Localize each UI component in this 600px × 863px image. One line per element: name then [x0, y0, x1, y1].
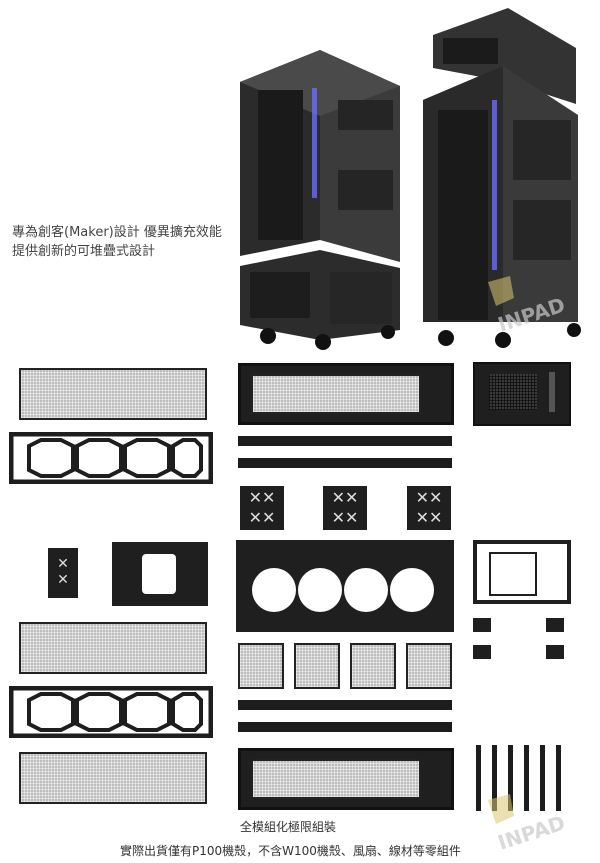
bottom-panel — [238, 748, 454, 810]
note-caption: 實際出貨僅有P100機殼，不含W100機殼、風扇、線材等零組件 — [120, 844, 461, 858]
case-left — [240, 50, 400, 350]
small-bracket: ✕✕ — [48, 548, 78, 598]
frame-panel — [473, 540, 571, 604]
fan-plate-2: ✕✕✕✕ — [323, 486, 367, 530]
parts-caption: 全模組化極限組裝 — [240, 820, 337, 834]
foot-2 — [546, 618, 564, 632]
watermark-logo-2: INPAD — [470, 790, 580, 855]
dust-filter-panel — [19, 368, 207, 420]
fan-plate-3: ✕✕✕✕ — [407, 486, 451, 530]
fan-bracket-2 — [9, 686, 213, 738]
rail-1 — [238, 436, 452, 446]
fan-grille-3 — [350, 643, 396, 689]
case-right — [423, 8, 581, 348]
motherboard-tray — [236, 540, 454, 632]
rail-2 — [238, 458, 452, 468]
dust-filter-panel-2 — [19, 622, 207, 674]
rail-4 — [238, 722, 452, 732]
fan-grille-4 — [406, 643, 452, 689]
intro-line-1: 專為創客(Maker)設計 優異擴充效能 — [12, 225, 222, 240]
foot-4 — [546, 645, 564, 659]
pci-brackets — [476, 745, 566, 815]
intro-line-2: 提供創新的可堆疊式設計 — [12, 244, 156, 259]
fan-bracket-1 — [9, 432, 213, 484]
psu-panel — [112, 542, 208, 606]
foot-1 — [473, 618, 491, 632]
fan-grille-1 — [238, 643, 284, 689]
watermark-logo: INPAD — [470, 272, 580, 337]
top-panel — [238, 363, 454, 425]
product-photo — [240, 8, 581, 350]
rail-3 — [238, 700, 452, 710]
fan-grille-2 — [294, 643, 340, 689]
dust-filter-panel-3 — [19, 752, 207, 804]
io-panel — [473, 362, 571, 426]
fan-plate-1: ✕✕✕✕ — [240, 486, 284, 530]
foot-3 — [473, 645, 491, 659]
